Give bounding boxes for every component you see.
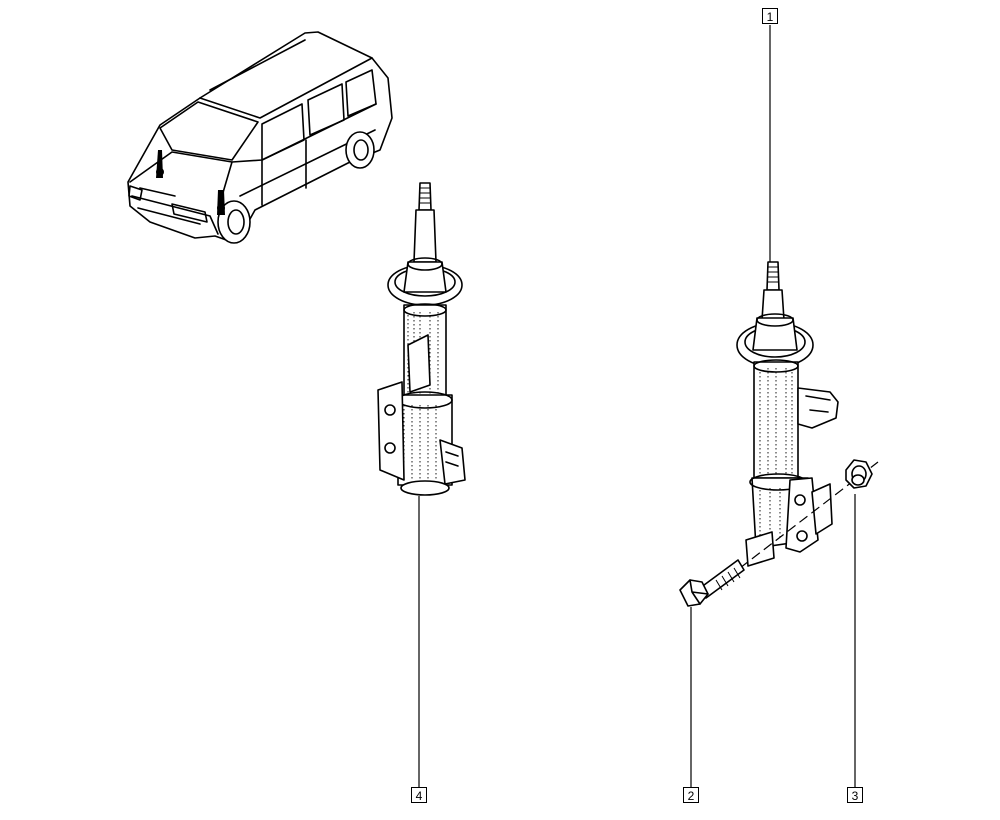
callout-part-2: 2: [683, 787, 699, 803]
callout-label: 3: [851, 789, 859, 803]
shock-absorber-icon: [736, 261, 839, 567]
callout-label: 4: [415, 789, 423, 803]
nut-icon: [845, 459, 873, 489]
callout-label: 2: [687, 789, 695, 803]
shock-absorber-icon: [377, 182, 466, 496]
bolt-icon: [679, 559, 745, 607]
callout-part-1: 1: [762, 8, 778, 24]
callout-part-3: 3: [847, 787, 863, 803]
callout-part-4: 4: [411, 787, 427, 803]
van-locator-icon: [127, 31, 393, 244]
callout-label: 1: [766, 10, 774, 24]
